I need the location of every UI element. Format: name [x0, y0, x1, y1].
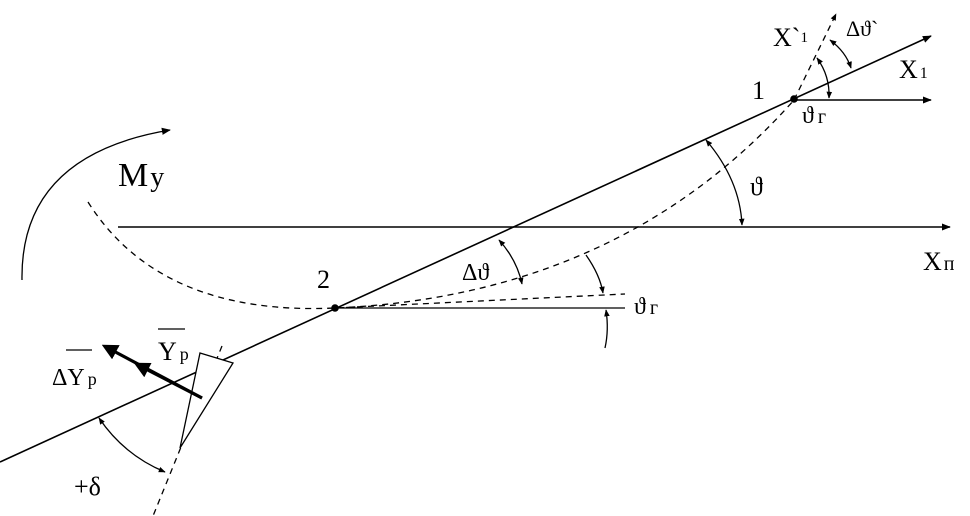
plus-delta-label: +δ [74, 472, 101, 501]
axis-x1-prime-label: X`1 [773, 23, 808, 52]
point-1-label: 1 [752, 76, 765, 105]
moment-my-label: My [118, 157, 164, 194]
theta-label: ϑ [750, 172, 763, 201]
delta-theta-label: Δϑ [462, 260, 489, 286]
rudder-triangle [179, 352, 235, 449]
angle-arc-plus-delta [98, 417, 166, 473]
axis-x1-prime-line [793, 13, 837, 101]
point-2-label: 2 [317, 265, 330, 294]
tangent-dashed-point-2 [334, 293, 626, 309]
angle-arc-theta [705, 139, 745, 226]
force-yp-arrow [133, 362, 203, 400]
trajectory-dashed-curve [87, 99, 795, 310]
moment-my-arc [21, 127, 171, 281]
angle-arc-theta-g-bottom-lower [604, 309, 610, 349]
angle-arc-delta-theta-prime [829, 39, 852, 69]
angle-arc-theta-g-bottom-upper [585, 254, 605, 294]
axis-x1-line [0, 35, 932, 463]
angle-arc-delta-theta [498, 239, 524, 285]
angle-arc-theta-g-top [816, 57, 833, 99]
point-2-dot [331, 304, 339, 312]
point-1-dot [790, 95, 798, 103]
delta-theta-prime-label: Δϑ` [846, 16, 878, 41]
